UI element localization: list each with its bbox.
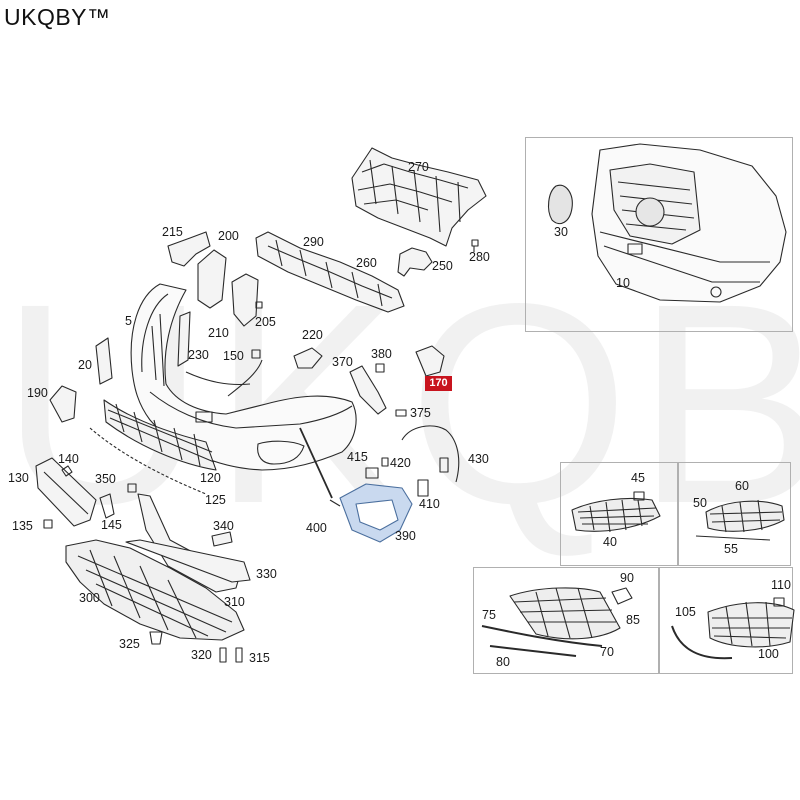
callout-5: 5 — [125, 314, 132, 328]
callout-375: 375 — [410, 406, 431, 420]
highlighted-part-170[interactable]: 170 — [425, 376, 452, 391]
callout-260: 260 — [356, 256, 377, 270]
callout-80: 80 — [496, 655, 510, 669]
callout-400: 400 — [306, 521, 327, 535]
callout-45: 45 — [631, 471, 645, 485]
callout-200: 200 — [218, 229, 239, 243]
callout-330: 330 — [256, 567, 277, 581]
underbody-300-drawing — [65, 539, 245, 641]
callout-290: 290 — [303, 235, 324, 249]
callout-135: 135 — [12, 519, 33, 533]
callout-75: 75 — [482, 608, 496, 622]
callout-110: 110 — [771, 578, 791, 592]
inset-vehicle-front — [525, 137, 793, 332]
callout-205: 205 — [255, 315, 276, 329]
callout-30: 30 — [554, 225, 568, 239]
callout-340: 340 — [213, 519, 234, 533]
callout-415: 415 — [347, 450, 368, 464]
callout-20: 20 — [78, 358, 92, 372]
lower-grille-120-drawing — [89, 399, 217, 495]
callout-250: 250 — [432, 259, 453, 273]
callout-150: 150 — [223, 349, 244, 363]
inset-grille-40 — [560, 462, 679, 566]
callout-280: 280 — [469, 250, 490, 264]
callout-10: 10 — [616, 276, 630, 290]
callout-105: 105 — [675, 605, 696, 619]
callout-190: 190 — [27, 386, 48, 400]
callout-430: 430 — [468, 452, 489, 466]
callout-390: 390 — [395, 529, 416, 543]
callout-370: 370 — [332, 355, 353, 369]
callout-50: 50 — [693, 496, 707, 510]
callout-145: 145 — [101, 518, 122, 532]
callout-320: 320 — [191, 648, 212, 662]
callout-315: 315 — [249, 651, 270, 665]
callout-90: 90 — [620, 571, 634, 585]
bracket-270-drawing — [351, 147, 487, 247]
callout-210: 210 — [208, 326, 229, 340]
inset-grille-50 — [677, 462, 791, 566]
callout-125: 125 — [205, 493, 226, 507]
callout-120: 120 — [200, 471, 221, 485]
callout-325: 325 — [119, 637, 140, 651]
callout-70: 70 — [600, 645, 614, 659]
callout-60: 60 — [735, 479, 749, 493]
callout-300: 300 — [79, 591, 100, 605]
callout-85: 85 — [626, 613, 640, 627]
callout-100: 100 — [758, 647, 779, 661]
beam-290-drawing — [255, 231, 405, 313]
callout-230: 230 — [188, 348, 209, 362]
callout-40: 40 — [603, 535, 617, 549]
callout-55: 55 — [724, 542, 738, 556]
bumper-main-drawing — [130, 283, 357, 471]
callout-270: 270 — [408, 160, 429, 174]
callout-215: 215 — [162, 225, 183, 239]
callout-130: 130 — [8, 471, 29, 485]
callout-380: 380 — [371, 347, 392, 361]
inset-grille-70 — [473, 567, 660, 674]
vehicle-front-drawing — [591, 143, 787, 303]
callout-350: 350 — [95, 472, 116, 486]
brand-logo-text: UKQBY™ — [4, 4, 111, 30]
callout-420: 420 — [390, 456, 411, 470]
callout-220: 220 — [302, 328, 323, 342]
callout-310: 310 — [224, 595, 245, 609]
callout-140: 140 — [58, 452, 79, 466]
callout-410: 410 — [419, 497, 440, 511]
